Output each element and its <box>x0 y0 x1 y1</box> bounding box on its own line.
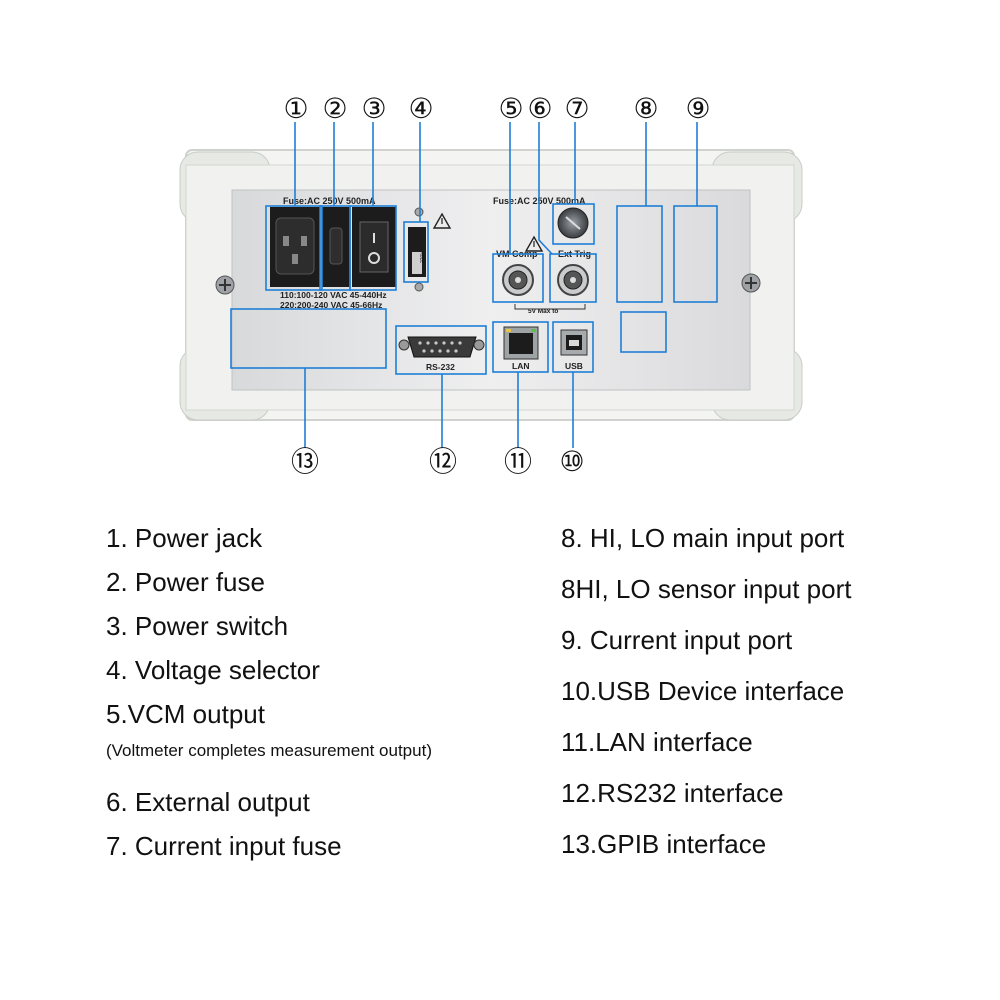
callout-8: ⑧ <box>633 93 658 124</box>
bracket-icon <box>514 304 586 310</box>
callout-numbers: ① ② ③ ④ ⑤ ⑥ ⑦ ⑧ ⑨ ⑩ ⑪ ⑫ ⑬ <box>283 93 710 477</box>
callout-7: ⑦ <box>564 93 589 124</box>
callout-boxes <box>230 203 718 375</box>
lan-label: LAN <box>512 361 529 371</box>
fuse-label-left: Fuse:AC 250V 500mA <box>283 196 376 206</box>
rs232-port-icon <box>398 336 485 358</box>
voltage-rating-line-1: 110:100-120 VAC 45-440Hz <box>280 290 387 300</box>
legend-item-8: 8. HI, LO main input port <box>561 523 845 553</box>
legend-item-13: 13.GPIB interface <box>561 829 767 859</box>
voltage-rating-line-2: 220:200-240 VAC 45-66Hz <box>280 300 382 310</box>
current-fuse-knob-icon <box>557 207 589 239</box>
callout-13: ⑬ <box>291 446 319 477</box>
callout-4: ④ <box>408 93 433 124</box>
callout-9: ⑨ <box>685 93 710 124</box>
callout-11: ⑪ <box>504 446 532 477</box>
screw-icon <box>215 275 235 295</box>
rs232-label: RS-232 <box>426 362 455 372</box>
screw-icon <box>741 273 761 293</box>
rear-panel-diagram: Fuse:AC 250V 500mA Fuse:AC 250V 500mA 11… <box>179 93 803 477</box>
max-voltage-label: 5V Max to <box>528 308 558 315</box>
bnc-connector-icon <box>557 264 589 296</box>
usb-label: USB <box>565 361 583 371</box>
legend-item-2: 2. Power fuse <box>106 567 265 597</box>
legend-item-10: 10.USB Device interface <box>561 676 845 706</box>
usb-port-icon <box>560 329 588 356</box>
fuse-holder-icon <box>322 207 350 287</box>
bnc-connector-icon <box>502 264 534 296</box>
callout-3: ③ <box>361 93 386 124</box>
legend-item-8b: 8HI, LO sensor input port <box>561 574 852 604</box>
callout-6: ⑥ <box>527 93 552 124</box>
legend-item-12: 12.RS232 interface <box>561 778 784 808</box>
legend-item-5: 5.VCM output <box>106 699 265 729</box>
power-switch-icon <box>352 207 396 287</box>
legend-item-11: 11.LAN interface <box>561 727 753 757</box>
legend-item-3: 3. Power switch <box>106 611 289 641</box>
leader-lines <box>294 122 698 448</box>
svg-text:220V: 220V <box>420 251 426 263</box>
warning-icon <box>524 235 544 252</box>
legend-item-6: 6. External output <box>106 787 310 817</box>
callout-1: ① <box>283 93 308 124</box>
legend-item-7: 7. Current input fuse <box>106 831 342 861</box>
power-jack-icon <box>270 207 320 287</box>
callout-12: ⑫ <box>429 446 457 477</box>
legend-item-4: 4. Voltage selector <box>106 655 320 685</box>
legend-item-1: 1. Power jack <box>106 523 263 553</box>
callout-2: ② <box>322 93 347 124</box>
callout-10: ⑩ <box>559 446 584 477</box>
callout-5: ⑤ <box>498 93 523 124</box>
warning-icon <box>432 212 452 229</box>
legend-item-9: 9. Current input port <box>561 625 793 655</box>
legend-item-5-note: (Voltmeter completes measurement output) <box>106 741 432 760</box>
voltage-selector-icon: 220V <box>408 207 426 292</box>
lan-port-icon <box>503 326 539 360</box>
